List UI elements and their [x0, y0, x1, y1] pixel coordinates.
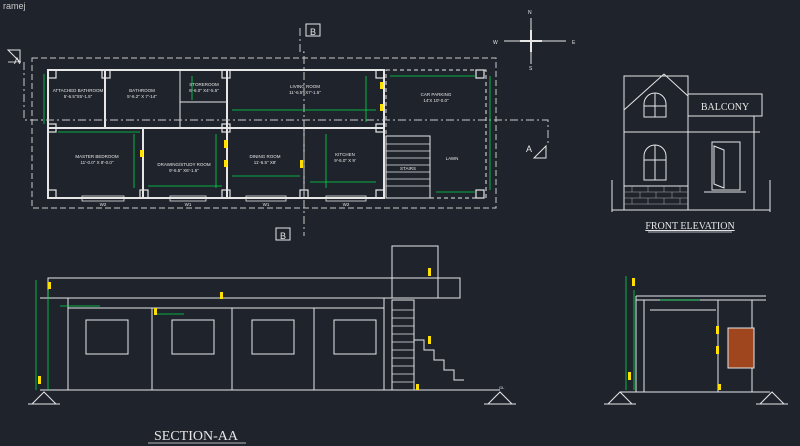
balcony-label: BALCONY — [701, 102, 749, 113]
section-marker-b-bottom: B — [280, 231, 286, 241]
section-marker-a-right: A — [526, 144, 532, 154]
front-elevation: BALCONY — [611, 73, 771, 212]
window-title: ramej — [0, 0, 800, 12]
room-living-room-size: 11'-6.5" X7'-1.5" — [289, 90, 321, 95]
section-aa — [28, 245, 516, 405]
room-stairs-name: STAIRS — [400, 166, 416, 171]
room-bathroom-size: 5'-6.2" X 7'-14" — [127, 94, 157, 99]
room-drawing-study-name: DRAWING/STUDY ROOM — [157, 162, 211, 167]
section-aa-title: SECTION-AA — [154, 429, 239, 444]
section-marker-b-top: B — [310, 27, 316, 37]
room-car-parking-size: 14'X 10'-0.0" — [423, 98, 449, 103]
north-compass: N S E W — [493, 10, 576, 72]
compass-north-label: N — [528, 10, 532, 16]
window-tag-3: W1 — [263, 202, 270, 207]
room-storeroom-size: 6'-6.0" X4'-5.5" — [189, 88, 219, 93]
section-aa-markers — [38, 268, 431, 390]
section-bb-door — [727, 327, 755, 369]
room-attached-bathroom-name: ATTACHED BATHROOM — [53, 88, 104, 93]
room-storeroom-name: STOREROOM — [189, 82, 219, 87]
room-master-bedroom-name: MASTER BEDROOM — [75, 154, 119, 159]
section-bb — [604, 295, 788, 405]
window-tag-1: W2 — [100, 202, 107, 207]
room-kitchen-name: KITCHEN — [335, 152, 355, 157]
front-elevation-title: FRONT ELEVATION — [645, 221, 734, 232]
section-aa-dimensions — [35, 280, 184, 390]
section-marker-a-left: A — [14, 56, 20, 66]
room-bathroom-name: BATHROOM — [129, 88, 155, 93]
room-drawing-study-size: 9'-6.5" X6'-1.5" — [169, 168, 199, 173]
room-car-parking-name: CAR PARKING — [421, 92, 452, 97]
section-markers: A A B B — [6, 27, 547, 241]
dimension-lines — [43, 74, 491, 193]
room-kitchen-size: 9'-6.0" X 9' — [334, 158, 356, 163]
window-tag-4: W2 — [343, 202, 350, 207]
compass-east-label: E — [572, 40, 576, 46]
floor-plan — [8, 23, 549, 241]
room-lawn-name: LAWN — [446, 156, 459, 161]
room-dining-room-name: DINING ROOM — [250, 154, 281, 159]
room-dining-room-size: 11'-6.5" X8' — [254, 160, 277, 165]
room-attached-bathroom-size: 5'-6.5"X5'-1.5" — [64, 94, 93, 99]
room-living-room-name: LIVING ROOM — [290, 84, 320, 89]
room-master-bedroom-size: 11'-0.0" X 8'-0.0" — [80, 160, 114, 165]
window-tag-2: W1 — [185, 202, 192, 207]
room-labels: ATTACHED BATHROOM 5'-6.5"X5'-1.5" BATHRO… — [53, 82, 459, 207]
plan-markers — [140, 82, 383, 168]
compass-west-label: W — [493, 40, 498, 46]
section-bb-markers — [628, 278, 721, 390]
compass-south-label: S — [529, 66, 533, 72]
section-aa-gl-label: GL — [499, 385, 505, 390]
section-bb-dimensions — [625, 276, 700, 390]
